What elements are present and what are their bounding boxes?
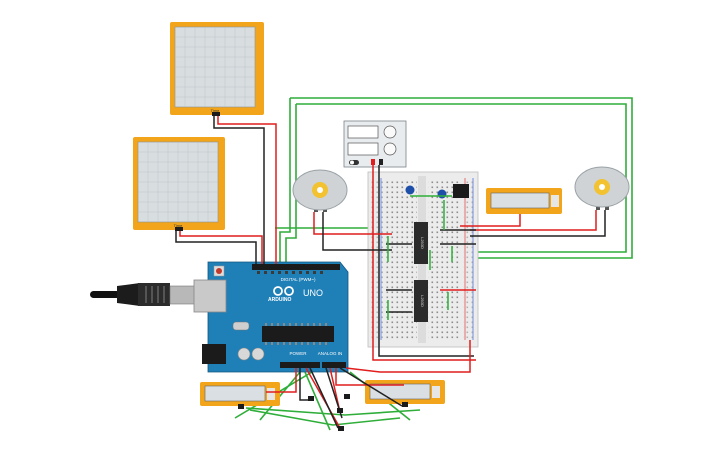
microcontroller-chip xyxy=(262,326,334,342)
power-label: POWER xyxy=(289,351,307,356)
oscilloscope-top[interactable]: Time xyxy=(170,22,264,115)
digital-header[interactable] xyxy=(252,264,340,270)
motor-driver-chip-1[interactable] xyxy=(414,222,428,264)
oscilloscope-bottom[interactable]: Time xyxy=(133,137,225,230)
capacitor-1[interactable] xyxy=(405,185,415,195)
voltage-regulator[interactable] xyxy=(453,184,469,198)
dc-motor-right-icon[interactable] xyxy=(574,166,630,210)
usb-port xyxy=(193,279,227,313)
capacitor-board-2 xyxy=(251,347,265,361)
digital-pins-label: DIGITAL (PWM~) xyxy=(281,277,316,282)
board-name: UNO xyxy=(303,288,323,298)
power-supply[interactable] xyxy=(343,120,407,168)
oscilloscope-top-time-label: Time xyxy=(211,108,221,113)
capacitor-board-1 xyxy=(237,347,251,361)
meter-display-bottom-right[interactable] xyxy=(365,380,445,404)
meter-display-bottom-left[interactable] xyxy=(200,382,280,406)
reset-button[interactable] xyxy=(216,268,222,274)
chip-1-label: L293D xyxy=(420,237,425,249)
probe-connectors xyxy=(175,112,408,431)
arduino-infinity-icon xyxy=(273,286,294,296)
usb-cable-icon[interactable] xyxy=(90,283,197,306)
breadboard-jumpers xyxy=(387,195,453,320)
analog-header[interactable] xyxy=(322,362,346,368)
power-header[interactable] xyxy=(280,362,320,368)
analog-in-label: ANALOG IN xyxy=(318,351,343,356)
breadboard[interactable]: L293D L293D xyxy=(367,171,479,348)
chip-2-label: L293D xyxy=(420,295,425,307)
arduino-uno-board[interactable]: DIGITAL (PWM~) ARDUINO UNO POWER ANALOG … xyxy=(193,261,349,373)
meter-display-right[interactable] xyxy=(486,188,562,214)
motor-driver-chip-2[interactable] xyxy=(414,280,428,322)
capacitor-2[interactable] xyxy=(437,189,447,199)
oscilloscope-bottom-time-label: Time xyxy=(174,223,184,228)
dc-motor-left-icon[interactable] xyxy=(292,169,348,212)
power-wires xyxy=(175,114,606,429)
power-jack xyxy=(202,344,226,364)
arduino-logo-text: ARDUINO xyxy=(268,297,291,303)
